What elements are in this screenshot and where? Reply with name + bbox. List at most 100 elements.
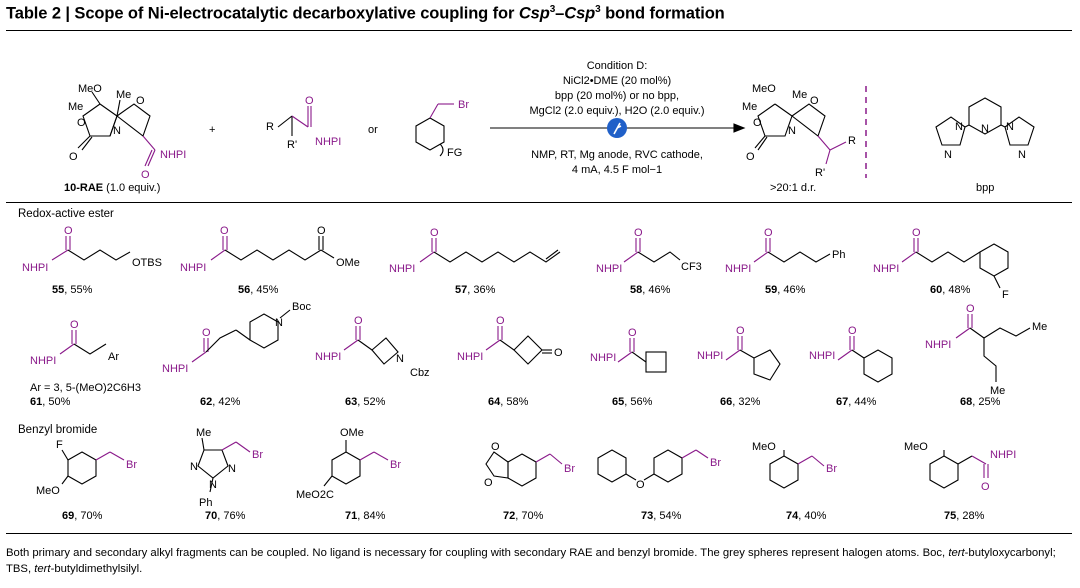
svg-text:F: F bbox=[1002, 289, 1009, 301]
svg-text:NHPI: NHPI bbox=[697, 350, 723, 362]
svg-text:NHPI: NHPI bbox=[22, 262, 48, 274]
svg-text:O: O bbox=[202, 327, 211, 339]
entry-label: 70, 76% bbox=[205, 510, 246, 522]
svg-text:N: N bbox=[396, 353, 404, 365]
svg-text:O: O bbox=[354, 315, 363, 327]
entry-60-structure: O NHPI F bbox=[873, 227, 1009, 301]
svg-text:N: N bbox=[113, 125, 121, 137]
entry-label: 60, 48% bbox=[930, 284, 971, 296]
svg-text:N: N bbox=[228, 463, 236, 475]
entry-58-structure: O NHPI CF3 bbox=[596, 227, 702, 275]
svg-text:O: O bbox=[746, 151, 755, 163]
svg-text:O: O bbox=[848, 325, 857, 337]
svg-text:NHPI: NHPI bbox=[315, 351, 341, 363]
svg-text:N: N bbox=[1006, 121, 1014, 133]
svg-text:R': R' bbox=[815, 167, 825, 179]
entry-label: 73, 54% bbox=[641, 510, 682, 522]
entry-label: 65, 56% bbox=[612, 396, 653, 408]
svg-text:O: O bbox=[136, 95, 145, 107]
svg-text:O: O bbox=[810, 95, 819, 107]
entry-label: 57, 36% bbox=[455, 284, 496, 296]
svg-text:O: O bbox=[634, 227, 643, 239]
entry-55-structure: O NHPI OTBS bbox=[22, 225, 162, 274]
svg-text:O: O bbox=[70, 319, 79, 331]
svg-text:Br: Br bbox=[126, 459, 137, 471]
svg-text:MeO: MeO bbox=[904, 441, 928, 453]
start-material-label: 10-RAE (1.0 equiv.) bbox=[64, 182, 161, 194]
svg-text:NHPI: NHPI bbox=[30, 355, 56, 367]
svg-text:CF3: CF3 bbox=[681, 261, 702, 273]
table-title: Table 2 | Scope of Ni-electrocatalytic d… bbox=[6, 4, 725, 23]
top-rule bbox=[6, 30, 1072, 31]
entry-65-structure: O NHPI bbox=[590, 327, 667, 373]
svg-text:OTBS: OTBS bbox=[132, 257, 162, 269]
svg-text:R': R' bbox=[287, 139, 297, 151]
entry-66-structure: O NHPI bbox=[697, 325, 781, 381]
svg-text:O: O bbox=[496, 315, 505, 327]
svg-text:N: N bbox=[190, 461, 198, 473]
svg-text:N: N bbox=[955, 121, 963, 133]
svg-text:O: O bbox=[628, 327, 637, 339]
entry-74-structure: MeO Br bbox=[752, 441, 837, 489]
entry-label: 68, 25% bbox=[960, 396, 1001, 408]
entry-56-structure: O NHPI O OMe bbox=[180, 225, 360, 274]
svg-text:O: O bbox=[430, 227, 439, 239]
alkyl-rae: R R' O NHPI bbox=[266, 95, 341, 151]
svg-text:Me: Me bbox=[990, 385, 1005, 397]
entry-62-structure: O NHPI N Boc bbox=[162, 301, 311, 375]
svg-text:N: N bbox=[788, 125, 796, 137]
svg-text:N: N bbox=[981, 123, 989, 135]
svg-text:N: N bbox=[275, 317, 283, 329]
svg-text:NHPI: NHPI bbox=[162, 363, 188, 375]
product-structure: MeO Me Me O O N O R R' bbox=[742, 83, 856, 179]
svg-text:NHPI: NHPI bbox=[809, 350, 835, 362]
entry-57-structure: O NHPI bbox=[389, 227, 561, 275]
entry-72-structure: O O Br bbox=[484, 441, 575, 489]
entry-label: 71, 84% bbox=[345, 510, 386, 522]
svg-text:O: O bbox=[554, 347, 563, 359]
svg-text:F: F bbox=[56, 439, 63, 451]
entry-70-structure: Me Br N N N Ph bbox=[190, 427, 263, 509]
entry-label: 62, 42% bbox=[200, 396, 241, 408]
product-dr: >20:1 d.r. bbox=[770, 182, 817, 194]
entry-label: 72, 70% bbox=[503, 510, 544, 522]
svg-text:NHPI: NHPI bbox=[457, 351, 483, 363]
svg-text:NHPI: NHPI bbox=[873, 263, 899, 275]
condition-text: Condition D: NiCl2•DME (20 mol%) bpp (20… bbox=[529, 60, 705, 176]
svg-text:Me: Me bbox=[1032, 321, 1047, 333]
section-rae: Redox-active ester bbox=[18, 208, 114, 220]
ligand-label: bpp bbox=[976, 182, 995, 194]
svg-text:MeO: MeO bbox=[78, 83, 102, 95]
svg-text:Me: Me bbox=[742, 101, 757, 113]
svg-text:O: O bbox=[736, 325, 745, 337]
svg-text:O: O bbox=[69, 151, 78, 163]
entry-label: 75, 28% bbox=[944, 510, 985, 522]
svg-text:N: N bbox=[1018, 149, 1026, 161]
entry-label: 55, 55% bbox=[52, 284, 93, 296]
svg-text:Me: Me bbox=[792, 89, 807, 101]
svg-text:MeO: MeO bbox=[752, 441, 776, 453]
svg-text:Me: Me bbox=[116, 89, 131, 101]
entry-label: 56, 45% bbox=[238, 284, 279, 296]
svg-text:NHPI: NHPI bbox=[925, 339, 951, 351]
entry-label: 64, 58% bbox=[488, 396, 529, 408]
entry-label: 61, 50% bbox=[30, 396, 71, 408]
svg-text:Cbz: Cbz bbox=[410, 367, 430, 379]
entry-67-structure: O NHPI bbox=[809, 325, 893, 383]
svg-text:NHPI: NHPI bbox=[315, 136, 341, 148]
svg-text:O: O bbox=[912, 227, 921, 239]
svg-text:N: N bbox=[209, 479, 217, 491]
start-material-10-rae: MeO Me Me O O N O O NHPI bbox=[68, 83, 186, 181]
entry-71-structure: OMe Br MeO2C bbox=[296, 427, 401, 501]
or-text: or bbox=[368, 124, 378, 136]
svg-text:FG: FG bbox=[447, 147, 462, 159]
svg-text:MeO: MeO bbox=[752, 83, 776, 95]
entry-label: 58, 46% bbox=[630, 284, 671, 296]
svg-text:NHPI: NHPI bbox=[590, 352, 616, 364]
entry-label: 67, 44% bbox=[836, 396, 877, 408]
entry-64-structure: O NHPI O bbox=[457, 315, 563, 365]
svg-text:MeO2C: MeO2C bbox=[296, 489, 334, 501]
ar-definition: Ar = 3, 5-(MeO)2C6H3 bbox=[30, 382, 141, 394]
svg-text:Br: Br bbox=[458, 99, 469, 111]
